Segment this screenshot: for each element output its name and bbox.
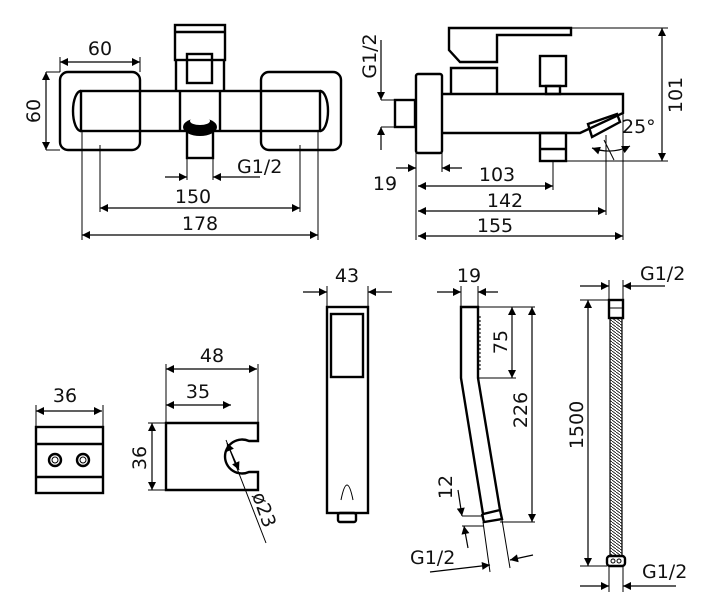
dim-hand-shower-connection: G1/2 [410, 547, 455, 569]
dim-flange: 19 [373, 173, 397, 195]
dim-holder-width: 48 [200, 345, 224, 367]
dim-connector: 12 [435, 475, 457, 499]
mixer-front-view: 60 60 G1/2 150 178 [23, 23, 343, 240]
dim-center-distance: 150 [175, 186, 211, 208]
dim-plate-width: 60 [88, 38, 112, 60]
shower-hose: 1500 G1/2 G1/2 [566, 263, 687, 592]
shower-holder: 48 35 36 ø23 [129, 345, 280, 544]
dim-height: 101 [665, 77, 687, 113]
dim-hose-top-connection: G1/2 [640, 263, 685, 285]
dim-overall-width: 178 [182, 213, 218, 235]
dim-spout-angle: 25° [622, 116, 656, 138]
mixer-side-view: G1/2 101 19 103 142 155 25° [359, 26, 687, 240]
dim-hose-length: 1500 [566, 401, 588, 449]
dim-block-width: 36 [53, 385, 77, 407]
dim-outlet-distance: 103 [479, 164, 515, 186]
dim-hand-shower-length: 226 [510, 392, 532, 428]
dim-spout-distance: 142 [487, 190, 523, 212]
dim-holder-diameter: ø23 [247, 489, 280, 530]
wall-block: 36 [34, 385, 105, 495]
dim-depth: 155 [477, 215, 513, 237]
dim-hose-bottom-connection: G1/2 [642, 561, 687, 583]
dim-hand-shower-width: 43 [335, 265, 359, 287]
dim-plate-height: 60 [23, 99, 45, 123]
dim-head-length: 75 [490, 330, 512, 354]
dim-hand-shower-thickness: 19 [457, 265, 481, 287]
hand-shower-side: 19 75 226 12 G1/2 [410, 265, 536, 573]
dim-holder-height: 36 [129, 446, 151, 470]
dim-holder-offset: 35 [186, 381, 210, 403]
dim-side-connection: G1/2 [359, 33, 381, 78]
dim-front-connection: G1/2 [237, 156, 282, 178]
hand-shower-front: 43 [303, 265, 392, 524]
